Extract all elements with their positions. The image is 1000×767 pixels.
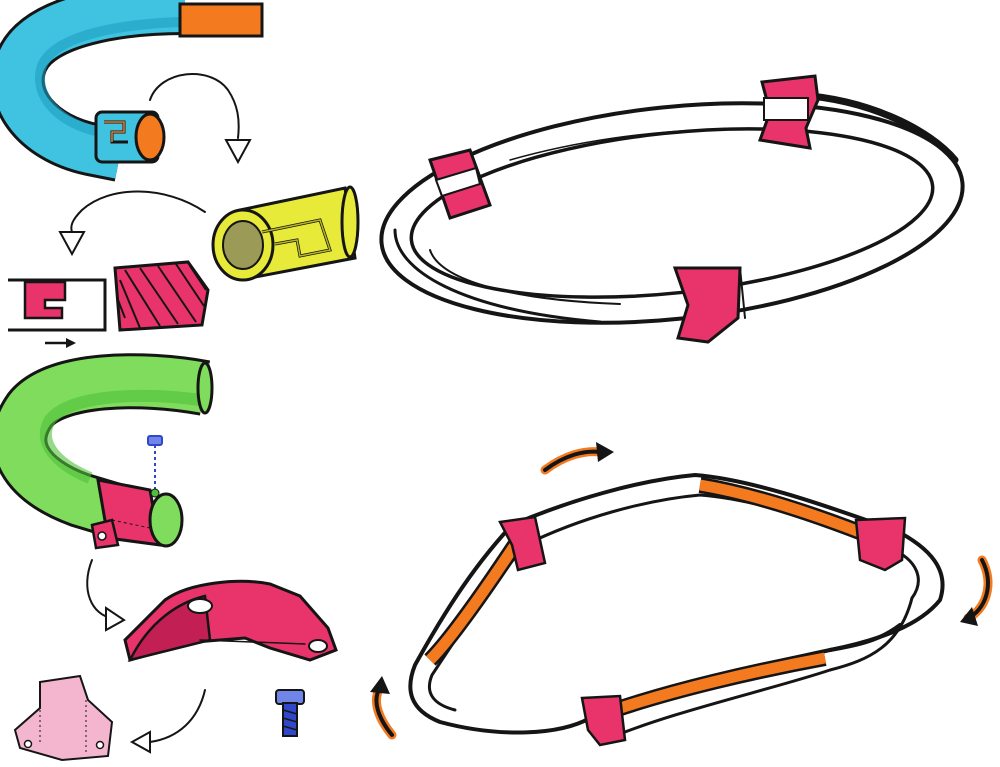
open-clamp [123, 579, 338, 662]
flat-pink-plate [13, 674, 114, 762]
twist-connectors [498, 515, 907, 747]
green-curved-tube [0, 353, 214, 539]
yellow-connector [211, 185, 360, 282]
flat-slot-piece [8, 278, 107, 332]
orange-tube-end [178, 2, 264, 38]
blue-screw-icon [275, 689, 305, 737]
curved-arrow-left [58, 190, 206, 257]
screw-clamp-joint-panel [0, 353, 338, 762]
curved-arrow-to-clamp [86, 559, 126, 632]
cyan-curved-tube [0, 0, 186, 182]
twisted-ring-outline [408, 473, 945, 742]
curved-arrow-down [149, 73, 252, 165]
clamp-on-tube [90, 478, 184, 550]
hatched-block [113, 260, 210, 332]
ring-connector-left [428, 148, 492, 220]
rotation-arrows [370, 442, 993, 740]
slide-arrow-icon [45, 338, 76, 348]
ring-connector-top [757, 74, 820, 150]
tube-opening [94, 110, 166, 164]
orange-segments [424, 477, 883, 723]
tube-lock-joint-panel [0, 0, 360, 348]
curved-arrow-to-plate [129, 689, 206, 754]
closed-ring-panel [379, 74, 965, 344]
twisting-ring-panel [370, 442, 993, 747]
small-screw-icon [147, 435, 163, 498]
ring-connector-bottom [672, 266, 746, 344]
